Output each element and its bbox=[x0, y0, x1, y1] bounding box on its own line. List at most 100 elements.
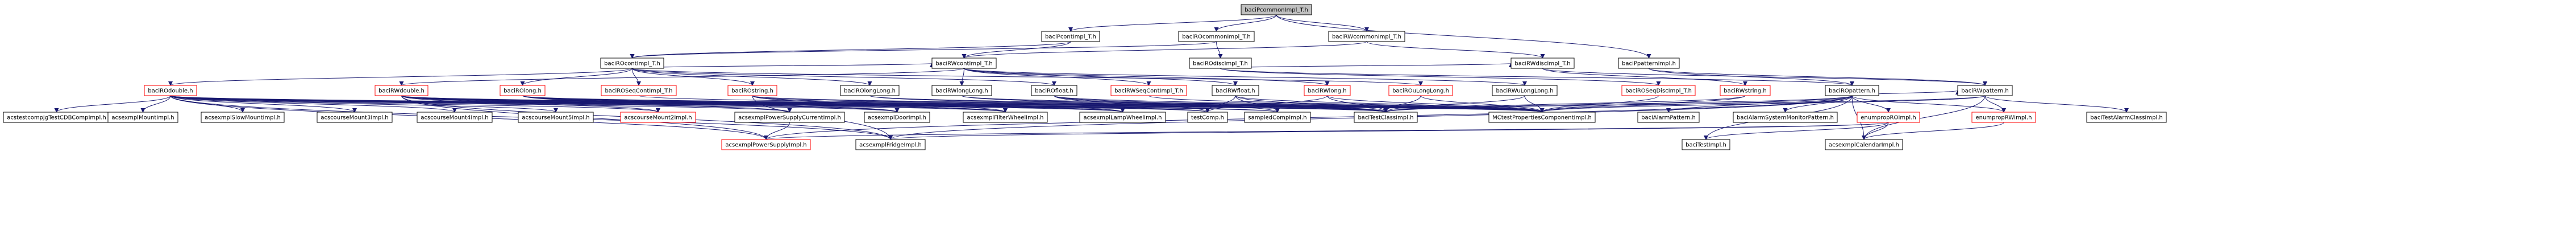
dependency-edge bbox=[964, 68, 1330, 86]
graph-node[interactable]: baciAlarmSystemMonitorPattern.h bbox=[1733, 112, 1838, 123]
graph-node[interactable]: acsexmplDoorImpl.h bbox=[864, 112, 930, 123]
node-label: baciRWSeqContImpl_T.h bbox=[1114, 88, 1183, 95]
graph-node[interactable]: acscourseMount5Impl.h bbox=[518, 112, 594, 123]
graph-node[interactable]: baciPcontImpl_T.h bbox=[1041, 31, 1100, 42]
dependency-edge bbox=[630, 41, 1217, 59]
graph-node[interactable]: baciROstring.h bbox=[727, 85, 777, 96]
graph-node[interactable]: baciRWcommonImpl_T.h bbox=[1328, 31, 1405, 42]
graph-node[interactable]: baciROlongLong.h bbox=[840, 85, 900, 96]
node-label: baciROlong.h bbox=[503, 88, 542, 95]
node-box bbox=[518, 112, 594, 123]
graph-node[interactable]: acsexmplLampWheelImpl.h bbox=[1079, 112, 1166, 123]
dependency-edge bbox=[1851, 95, 1891, 113]
dependency-edge bbox=[401, 95, 900, 113]
node-label: baciRWfloat.h bbox=[1216, 88, 1255, 95]
graph-node[interactable]: baciRWpattern.h bbox=[1957, 85, 2013, 96]
graph-node[interactable]: baciTestAlarmClassImpl.h bbox=[2086, 112, 2167, 123]
graph-node[interactable]: baciAlarmPattern.h bbox=[1637, 112, 1700, 123]
node-label: acscourseMount3Impl.h bbox=[321, 115, 388, 121]
dependency-edge bbox=[1420, 95, 1545, 113]
graph-node[interactable]: baciTestClassImpl.h bbox=[1354, 112, 1418, 123]
dependency-edge bbox=[1862, 122, 2004, 140]
graph-node[interactable]: enumpropRWImpl.h bbox=[1971, 112, 2036, 123]
node-label: baciROSeqContImpl_T.h bbox=[605, 88, 672, 95]
dependency-edge bbox=[170, 95, 792, 113]
node-box bbox=[1354, 112, 1418, 123]
dependency-edge bbox=[752, 95, 1008, 113]
graph-node[interactable]: acsexmplPowerSupplyImpl.h bbox=[721, 139, 811, 150]
graph-node[interactable]: baciTestImpl.h bbox=[1682, 139, 1730, 150]
graph-node[interactable]: sampledCompImpl.h bbox=[1244, 112, 1311, 123]
node-box bbox=[1304, 85, 1351, 96]
node-box bbox=[1388, 85, 1453, 96]
graph-node[interactable]: acsexmplPowerSupplyCurrentImpl.h bbox=[734, 112, 845, 123]
graph-node[interactable]: acsexmplFilterWheelImpl.h bbox=[963, 112, 1048, 123]
node-label: baciROcontImpl_T.h bbox=[604, 61, 660, 67]
node-box bbox=[1510, 58, 1575, 69]
node-box bbox=[721, 139, 811, 150]
graph-node[interactable]: baciPpatternImpl.h bbox=[1618, 58, 1680, 69]
node-box bbox=[620, 112, 696, 123]
dependency-edge bbox=[964, 68, 1238, 86]
graph-node[interactable]: acsexmplCalendarImpl.h bbox=[1825, 139, 1903, 150]
graph-node[interactable]: acscourseMount2Impl.h bbox=[620, 112, 696, 123]
node-label: acsexmplSlowMountImpl.h bbox=[205, 115, 281, 121]
graph-node[interactable]: baciROpattern.h bbox=[1825, 85, 1879, 96]
graph-node[interactable]: baciROdiscImpl_T.h bbox=[1189, 58, 1252, 69]
dependency-edge bbox=[168, 68, 632, 86]
node-label: testComp.h bbox=[1191, 115, 1224, 121]
node-label: baciTestAlarmClassImpl.h bbox=[2090, 115, 2163, 121]
graph-node[interactable]: baciROcontImpl_T.h bbox=[600, 58, 664, 69]
dependency-edge bbox=[632, 68, 641, 86]
node-label: acsexmplFilterWheelImpl.h bbox=[967, 115, 1043, 121]
graph-node[interactable]: baciRWstring.h bbox=[1720, 85, 1771, 96]
dependency-edge bbox=[1383, 95, 1853, 113]
graph-node[interactable]: baciRWcontImpl_T.h bbox=[931, 58, 997, 69]
graph-node[interactable]: acsexmplFridgeImpl.h bbox=[855, 139, 926, 150]
graph-node[interactable]: baciROSeqContImpl_T.h bbox=[601, 85, 677, 96]
graph-node[interactable]: acscourseMount3Impl.h bbox=[317, 112, 393, 123]
graph-node[interactable]: baciROfloat.h bbox=[1031, 85, 1077, 96]
graph-node[interactable]: baciRWfloat.h bbox=[1212, 85, 1259, 96]
dependency-edge bbox=[170, 95, 660, 113]
graph-node[interactable]: acsexmplSlowMountImpl.h bbox=[201, 112, 285, 123]
node-box bbox=[1720, 85, 1771, 96]
graph-node[interactable]: enumpropROImpl.h bbox=[1857, 112, 1920, 123]
dependency-edge bbox=[962, 95, 1388, 113]
edge-layer bbox=[54, 14, 2129, 140]
graph-node[interactable]: baciROSeqDiscImpl_T.h bbox=[1621, 85, 1696, 96]
graph-node[interactable]: baciROdouble.h bbox=[144, 85, 197, 96]
node-box bbox=[1041, 31, 1100, 42]
dependency-edge bbox=[399, 68, 964, 86]
graph-node[interactable]: baciRWlongLong.h bbox=[931, 85, 992, 96]
graph-node[interactable]: acscourseMount4Impl.h bbox=[417, 112, 493, 123]
graph-node[interactable]: baciRWdouble.h bbox=[374, 85, 428, 96]
graph-node[interactable]: baciRWuLongLong.h bbox=[1492, 85, 1558, 96]
node-label: baciROcommonImpl_T.h bbox=[1182, 34, 1250, 40]
graph-node[interactable]: acstestcompJgTestCDBCompImpl.h bbox=[3, 112, 110, 123]
graph-node[interactable]: acsexmplMountImpl.h bbox=[107, 112, 178, 123]
node-label: acsexmplPowerSupplyImpl.h bbox=[725, 142, 806, 149]
node-box bbox=[144, 85, 197, 96]
node-box bbox=[1079, 112, 1166, 123]
graph-node[interactable]: baciRWdiscImpl_T.h bbox=[1510, 58, 1575, 69]
node-box bbox=[1492, 85, 1558, 96]
graph-node[interactable]: baciRWlong.h bbox=[1304, 85, 1351, 96]
dependency-edge bbox=[1054, 95, 1210, 113]
node-box bbox=[1825, 85, 1879, 96]
node-box bbox=[317, 112, 393, 123]
node-box bbox=[1825, 139, 1903, 150]
graph-node[interactable]: MCtestPropertiesComponentImpl.h bbox=[1488, 112, 1596, 123]
graph-node[interactable]: baciROuLongLong.h bbox=[1388, 85, 1453, 96]
graph-node[interactable]: baciRWSeqContImpl_T.h bbox=[1110, 85, 1187, 96]
node-box bbox=[1328, 31, 1405, 42]
dependency-edge bbox=[1383, 95, 1746, 113]
dependency-edge bbox=[522, 95, 1210, 113]
graph-node[interactable]: baciROcommonImpl_T.h bbox=[1178, 31, 1255, 42]
graph-node[interactable]: baciROlong.h bbox=[500, 85, 546, 96]
graph-node[interactable]: testComp.h bbox=[1187, 112, 1228, 123]
node-label: enumpropROImpl.h bbox=[1861, 115, 1916, 121]
dependency-edge bbox=[1704, 122, 1889, 140]
